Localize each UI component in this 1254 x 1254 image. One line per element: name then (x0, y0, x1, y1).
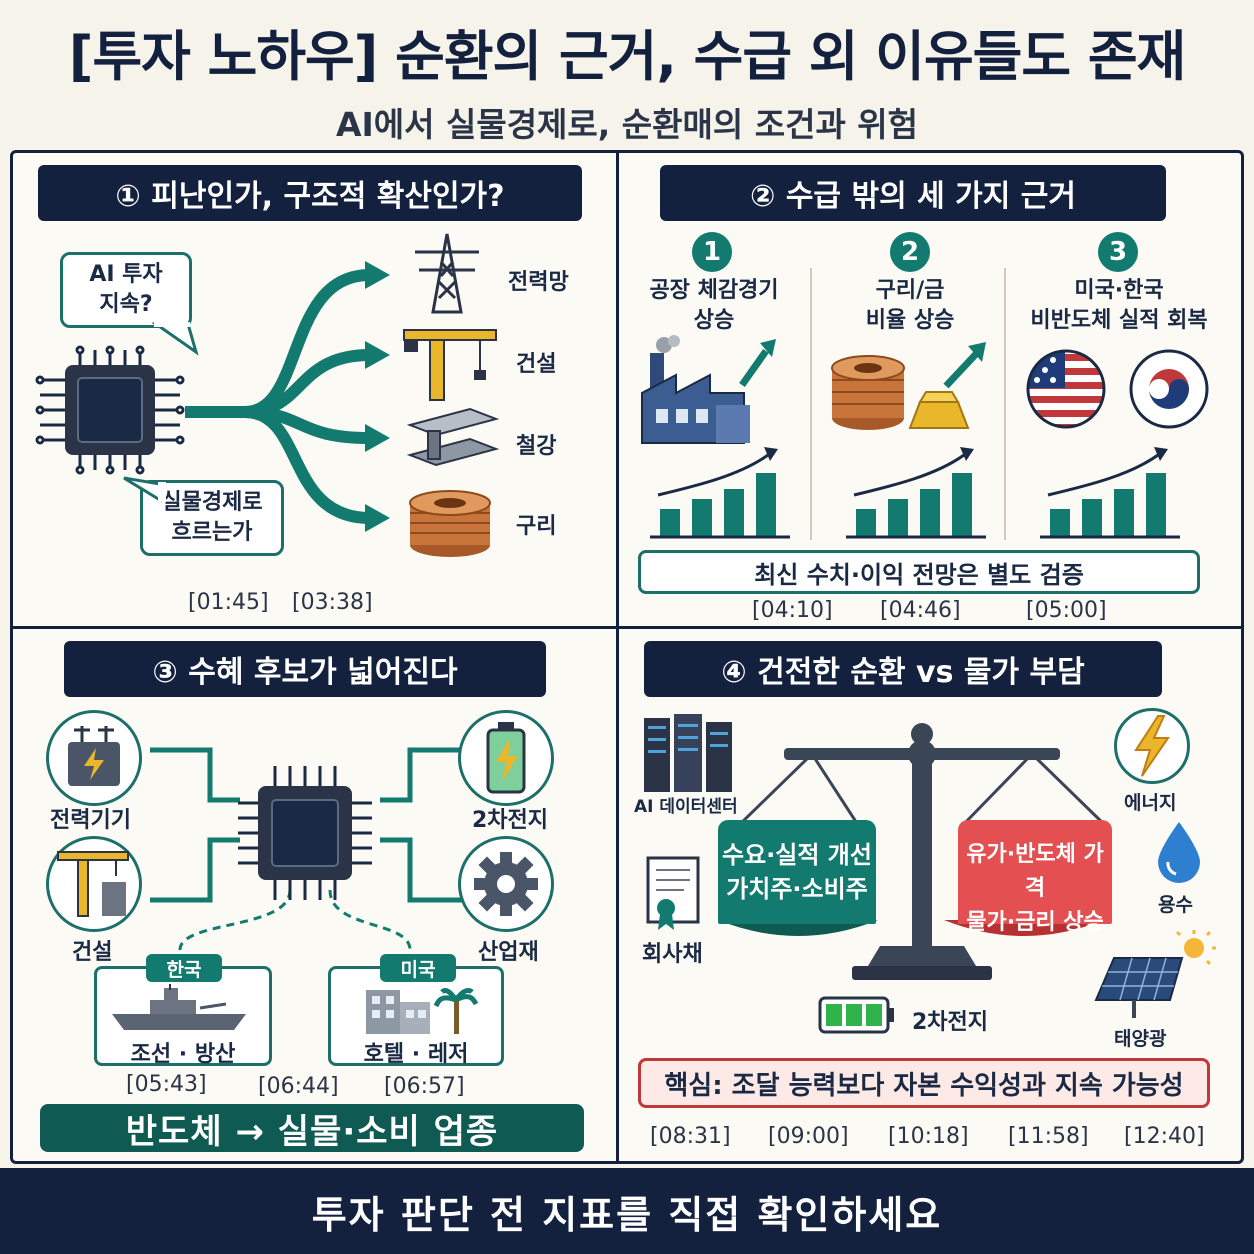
number-badge-3: 3 (1098, 232, 1138, 272)
balance-scale-icon (718, 723, 1110, 980)
flow-arrows (185, 261, 390, 532)
timestamp[interactable]: [03:38] (292, 590, 373, 615)
battery-icon (818, 996, 894, 1034)
copper-gold-icon (831, 342, 986, 430)
target-label-copper: 구리 (516, 514, 557, 539)
bubble-tail-bottom (123, 476, 166, 503)
verify-note: 최신 수치·이익 전망은 별도 검증 (638, 550, 1200, 594)
core-message: 핵심: 조달 능력보다 자본 수익성과 지속 가능성 (638, 1058, 1210, 1108)
q2-heading: ② 수급 밖의 세 가지 근거 (660, 165, 1166, 221)
battery-label: 2차전지 (912, 1010, 989, 1035)
us-tag: 미국 (380, 954, 456, 982)
column-divider (810, 268, 812, 540)
right-label-energy: 에너지 (1124, 792, 1177, 814)
timestamp[interactable]: [05:00] (1026, 598, 1107, 623)
left-label-datacenter: AI 데이터센터 (634, 797, 738, 817)
korea-label: 조선 · 방산 (130, 1042, 236, 1067)
copper-coil-icon (409, 490, 491, 557)
divider-horizontal (10, 626, 1244, 629)
target-label-construction: 건설 (516, 352, 557, 377)
node-label: 2차전지 (472, 808, 549, 833)
connector-lines (150, 747, 470, 950)
footer-banner: 투자 판단 전 지표를 직접 확인하세요 (0, 1168, 1254, 1254)
steel-beam-icon (406, 407, 500, 467)
bar-chart-icon (846, 447, 986, 539)
evidence-label-3: 미국·한국 비반도체 실적 회복 (1030, 278, 1208, 333)
q1-heading: ① 피난인가, 구조적 확산인가? (38, 165, 582, 221)
node-label: 건설 (72, 940, 113, 965)
timestamp[interactable]: [11:58] (1008, 1124, 1089, 1149)
solar-panel-icon (1094, 930, 1216, 1018)
evidence-label-2: 구리/금 비율 상승 (865, 278, 955, 333)
number-badge-1: 1 (692, 232, 732, 272)
target-label-steel: 철강 (516, 434, 557, 459)
divider-vertical (616, 150, 619, 1164)
number-badge-2: 2 (890, 232, 930, 272)
timestamp[interactable]: [04:46] (880, 598, 961, 623)
q4-heading: ④ 건전한 순환 vs 물가 부담 (644, 641, 1162, 697)
right-label-solar: 태양광 (1114, 1028, 1167, 1050)
bar-chart-icon (650, 447, 790, 539)
bar-chart-icon (1040, 447, 1180, 539)
right-label-water: 용수 (1158, 894, 1193, 916)
page-title: [투자 노하우] 순환의 근거, 수급 외 이유들도 존재 (68, 25, 1186, 88)
timestamp[interactable]: [05:43] (126, 1072, 207, 1097)
us-flag-icon (1026, 349, 1106, 429)
water-drop-icon (1158, 822, 1200, 883)
transformer-icon (68, 726, 120, 786)
bond-certificate-icon (646, 856, 700, 930)
factory-icon (641, 335, 776, 444)
target-label-grid: 전력망 (508, 270, 569, 295)
bubble-tail-top (151, 322, 199, 356)
timestamp[interactable]: [01:45] (188, 590, 269, 615)
us-label: 호텔 · 레저 (363, 1042, 469, 1067)
warship-icon (112, 984, 246, 1030)
q3-heading: ③ 수혜 후보가 넓어진다 (64, 641, 546, 697)
battery-icon (486, 722, 526, 794)
column-divider (1004, 268, 1006, 540)
timestamp[interactable]: [10:18] (888, 1124, 969, 1149)
crane-icon (57, 851, 129, 917)
node-label: 전력기기 (50, 808, 131, 833)
server-rack-icon (644, 714, 732, 792)
node-label: 산업재 (478, 940, 539, 965)
evidence-label-1: 공장 체감경기 상승 (649, 278, 779, 333)
page-subtitle: AI에서 실물경제로, 순환매의 조건과 위험 (335, 105, 919, 144)
q1-bubble-bottom: 실물경제로 흐르는가 (140, 480, 284, 556)
gear-icon (474, 852, 538, 916)
sector-shift-banner: 반도체 → 실물·소비 업종 (40, 1104, 584, 1152)
crane-icon (403, 329, 497, 401)
power-tower-icon (415, 233, 479, 314)
chip-icon (238, 766, 372, 900)
timestamp[interactable]: [06:44] (258, 1074, 339, 1099)
timestamp[interactable]: [12:40] (1124, 1124, 1205, 1149)
korea-tag: 한국 (146, 954, 222, 982)
timestamp[interactable]: [04:10] (752, 598, 833, 623)
chip-icon (35, 345, 185, 475)
timestamp[interactable]: [08:31] (650, 1124, 731, 1149)
hotel-icon (366, 988, 479, 1034)
right-pan (958, 820, 1112, 924)
lightning-icon (1134, 715, 1170, 777)
q1-bubble-top: AI 투자 지속? (60, 252, 192, 328)
left-pan-text: 수요·실적 개선 가치주·소비주 (722, 841, 872, 903)
timestamp[interactable]: [06:57] (384, 1074, 465, 1099)
right-pan-text: 유가·반도체 가격 물가·금리 상승 (966, 842, 1104, 935)
timestamp[interactable]: [09:00] (768, 1124, 849, 1149)
korea-flag-icon (1129, 349, 1209, 429)
left-pan (718, 820, 876, 924)
left-label-bond: 회사채 (642, 942, 703, 967)
